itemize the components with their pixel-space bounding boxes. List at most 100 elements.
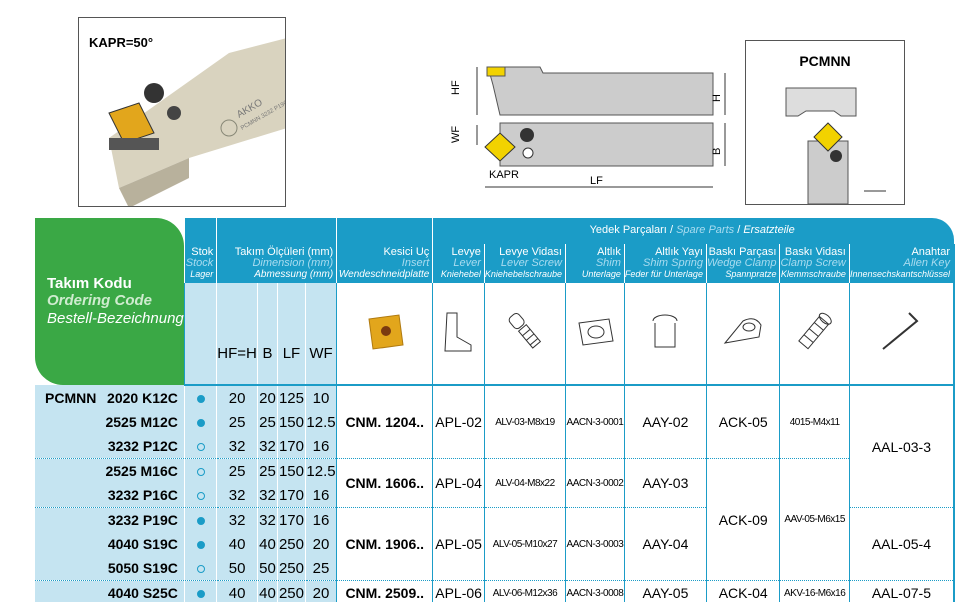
spare-parts-header: Yedek Parçaları / Spare Parts / Ersatzte… <box>432 218 954 244</box>
type-illustration: PCMNN <box>745 40 905 205</box>
part-image <box>564 283 625 386</box>
col-wf: WF <box>304 283 337 386</box>
code-value: 3232 P16C <box>107 487 178 503</box>
code-value: 2525 M12C <box>105 414 178 430</box>
clamp-screw-code: 4015-M4x11 <box>779 385 850 459</box>
dim-b: 20 <box>256 385 278 410</box>
dim-b: 32 <box>256 483 278 508</box>
ordering-code: 4040 S25C <box>35 580 185 602</box>
stock-header-de: Lager <box>190 269 214 279</box>
dim-lf: 170 <box>277 507 306 532</box>
dim-b: 32 <box>256 507 278 532</box>
ordering-code: 3232 P19C <box>35 507 185 532</box>
in-stock-icon <box>196 589 205 598</box>
part-image <box>432 283 485 386</box>
in-stock-icon <box>196 394 205 403</box>
part-header-de: Kniehebelschraube <box>484 269 562 279</box>
part-image <box>483 283 566 386</box>
dimension-diagram: HF H WF B KAPR LF <box>445 45 730 195</box>
out-of-stock-icon <box>196 467 205 476</box>
stock-indicator <box>183 385 217 410</box>
dim-b: 25 <box>256 410 278 434</box>
shim-spring-icon <box>652 314 678 348</box>
part-image <box>848 283 955 386</box>
stock-indicator <box>183 434 217 459</box>
shim-code: AACN-3-0002 <box>564 458 625 508</box>
ordering-code: 4040 S19C <box>35 532 185 556</box>
part-header-en: Wedge Clamp <box>706 257 777 269</box>
h-label: H <box>711 94 723 102</box>
stock-indicator <box>183 580 217 602</box>
code-header-de: Bestell-Bezeichnung <box>47 310 184 327</box>
insert-header-tr: Kesici Uç <box>383 246 430 258</box>
separator: / <box>737 224 741 236</box>
ordering-code: 2525 M12C <box>35 410 185 434</box>
col-hf: HF=H <box>216 283 258 386</box>
dim-wf: 12.5 <box>304 410 337 434</box>
lever-screw-code: ALV-06-M12x36 <box>483 580 566 602</box>
stock-indicator <box>183 556 217 581</box>
stock-indicator <box>183 483 217 508</box>
code-value: 2525 M16C <box>105 463 178 479</box>
dim-hf: 32 <box>216 507 258 532</box>
insert-icon <box>368 314 404 350</box>
part-header-en: Lever Screw <box>500 257 562 269</box>
lever-code: APL-05 <box>432 507 485 581</box>
dim-b: 32 <box>256 434 278 459</box>
stock-indicator <box>183 458 217 483</box>
stock-indicator <box>183 532 217 556</box>
dimensions-header: Takım Ölçüleri (mm)Dimension (mm)Abmessu… <box>216 218 337 283</box>
insert-code: CNM. 1606.. <box>336 458 433 508</box>
part-header-de: Feder für Unterlage <box>624 269 703 279</box>
stock-header-tr: Stok <box>191 246 214 258</box>
clamp-screw-code: AKV-16-M6x16 <box>779 580 850 602</box>
dim-hf: 20 <box>216 385 258 410</box>
image-row: HF=H B LF WF <box>35 283 955 386</box>
wf-label: WF <box>450 126 462 143</box>
dim-b: 50 <box>256 556 278 581</box>
dim-lf: 250 <box>277 556 306 581</box>
dim-wf: 10 <box>304 385 337 410</box>
dim-hf: 50 <box>216 556 258 581</box>
stock-indicator <box>183 410 217 434</box>
part-header-de: Innensechskantschlüssel <box>849 269 950 279</box>
lever-code: APL-04 <box>432 458 485 508</box>
dim-lf: 170 <box>277 434 306 459</box>
dim-wf: 25 <box>304 556 337 581</box>
part-header-de: Spannpratze <box>725 269 777 279</box>
part-header-en: Lever <box>453 257 481 269</box>
insert-image <box>336 283 433 386</box>
in-stock-icon <box>196 540 205 549</box>
part-header-tr: Altlık Yayı <box>655 246 703 258</box>
lever-screw-code: ALV-03-M8x19 <box>483 385 566 459</box>
dim-wf: 16 <box>304 483 337 508</box>
spare-header-tr: Yedek Parçaları <box>589 224 667 236</box>
shim-spring-code: AAY-03 <box>623 458 707 508</box>
allen-key-code: AAL-05-4 <box>848 507 955 581</box>
product-photo: KAPR=50° AKKO PCMNN 3232 P19C <box>78 17 286 207</box>
clamp-screw-code: AAV-05-M6x15 <box>779 458 850 581</box>
insert-code: CNM. 2509.. <box>336 580 433 602</box>
part-image <box>705 283 780 386</box>
part-image <box>779 283 850 386</box>
tool-holder-image: AKKO PCMNN 3232 P19C <box>108 38 285 206</box>
part-header-en: Clamp Screw <box>780 257 846 269</box>
code-header-tr: Takım Kodu <box>47 275 132 292</box>
ordering-code: 2525 M16C <box>35 458 185 483</box>
dim-hf: 40 <box>216 580 258 602</box>
